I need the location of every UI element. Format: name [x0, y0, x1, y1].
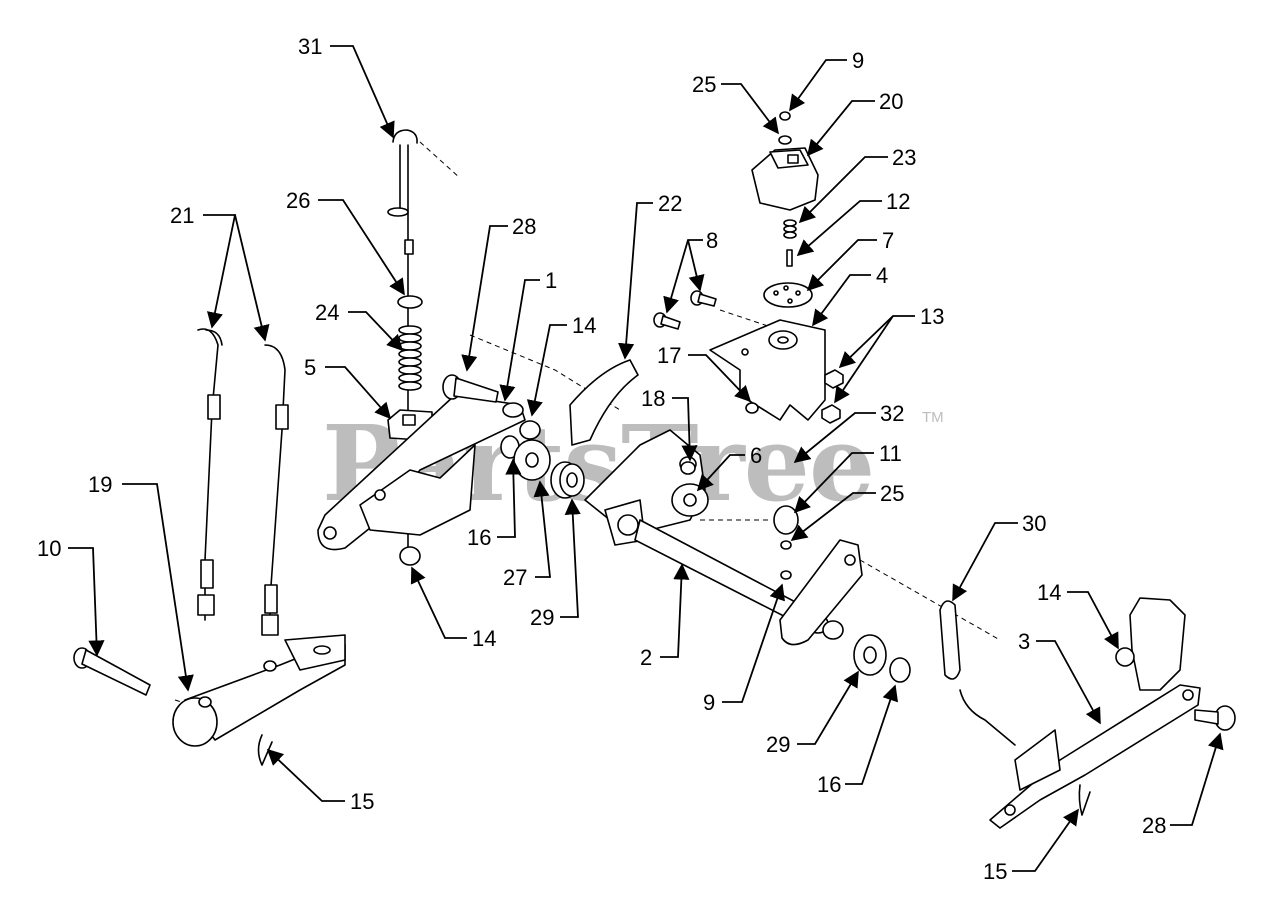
callout-4: 4: [876, 263, 888, 288]
part-7-plate: [763, 282, 813, 308]
callout-numbers: 31 21 26 28 1 24 14 5 22 8 25 9 20 23 12…: [37, 34, 1166, 884]
callout-7: 7: [882, 228, 894, 253]
callout-21: 21: [170, 203, 194, 228]
part-10-pin: [73, 647, 151, 696]
part-9-clip-a: [779, 111, 791, 121]
callout-25a: 25: [692, 72, 716, 97]
part-19-cylinder: [172, 634, 346, 747]
part-14-nut-a: [519, 420, 541, 440]
callout-16a: 16: [467, 525, 491, 550]
callout-16b: 16: [817, 772, 841, 797]
callout-22: 22: [658, 191, 682, 216]
callout-17: 17: [657, 343, 681, 368]
callout-32: 32: [880, 401, 904, 426]
part-23-spring: [783, 219, 797, 239]
callout-6: 6: [750, 443, 762, 468]
callout-30: 30: [1022, 511, 1046, 536]
callout-14a: 14: [572, 313, 596, 338]
part-3-lever: [959, 597, 1201, 829]
callout-24: 24: [315, 300, 339, 325]
callout-10: 10: [37, 536, 61, 561]
callout-1: 1: [545, 268, 557, 293]
callout-23: 23: [892, 145, 916, 170]
part-9-clip-b: [780, 570, 792, 580]
callout-28a: 28: [512, 214, 536, 239]
part-20-knob: [751, 147, 819, 211]
callout-14b: 14: [472, 626, 496, 651]
callout-12: 12: [886, 189, 910, 214]
part-6-housing: [584, 429, 709, 546]
part-28-pin: [442, 374, 499, 403]
callout-11: 11: [879, 441, 902, 466]
part-16-ring-b: [889, 657, 911, 683]
part-22-quadrant: [569, 359, 639, 446]
callout-25b: 25: [880, 481, 904, 506]
callout-29b: 29: [766, 732, 790, 757]
callout-26: 26: [286, 188, 310, 213]
part-13-nut-a: [824, 369, 844, 389]
part-12-pin: [786, 249, 793, 267]
part-21-cables: [197, 328, 289, 636]
callout-27: 27: [503, 565, 527, 590]
part-28-pin-b: [1194, 705, 1236, 731]
callout-5: 5: [304, 355, 316, 380]
callout-2: 2: [640, 645, 652, 670]
callout-13: 13: [920, 304, 944, 329]
part-17: [745, 402, 759, 414]
part-29-bushing: [550, 461, 585, 499]
callout-20: 20: [879, 89, 903, 114]
part-25-washer-a: [778, 135, 792, 145]
part-8-bolts: [653, 290, 717, 330]
callout-15a: 15: [350, 789, 374, 814]
leader-lines: [68, 45, 1224, 872]
callout-9a: 9: [852, 48, 864, 73]
part-18: [680, 461, 696, 475]
trademark-mark: TM: [922, 409, 944, 426]
callout-9b: 9: [703, 690, 715, 715]
callout-18: 18: [641, 386, 665, 411]
part-13-nut-b: [821, 404, 841, 424]
part-1-lever: [317, 394, 526, 551]
callout-8: 8: [706, 228, 718, 253]
part-11-bushing: [773, 505, 799, 535]
part-24-spring: [398, 325, 422, 391]
part-15-clip-b: [1078, 784, 1091, 816]
part-15-clip-a: [257, 734, 273, 766]
callout-3: 3: [1018, 629, 1030, 654]
part-26-washer: [397, 295, 423, 309]
part-drawings: [73, 111, 1236, 829]
part-4-bracket: [709, 319, 826, 421]
part-30-ubolt: [939, 600, 961, 680]
callout-19: 19: [88, 472, 112, 497]
callout-14c: 14: [1037, 580, 1061, 605]
callout-31: 31: [298, 34, 322, 59]
callout-29a: 29: [530, 605, 554, 630]
callout-28b: 28: [1142, 813, 1166, 838]
callout-15b: 15: [983, 859, 1007, 884]
part-lever-arm-mid: [779, 539, 863, 646]
part-25-washer-b: [780, 540, 792, 550]
part-14-nut-b: [399, 546, 421, 566]
